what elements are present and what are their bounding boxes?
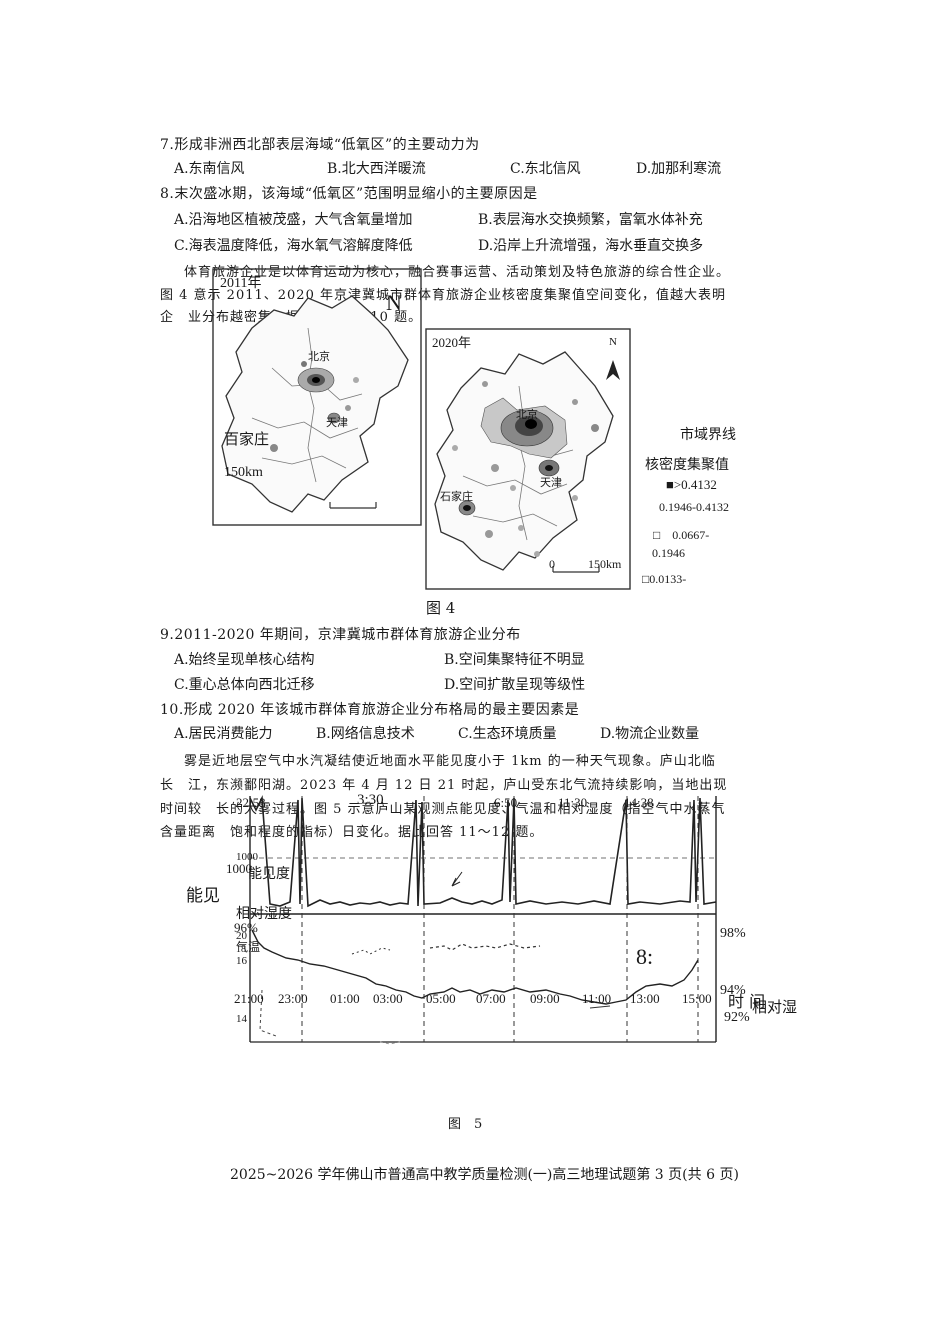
q9-option-c: C.重心总体向西北迁移 xyxy=(174,677,315,693)
q9-option-a: A.始终呈现单核心结构 xyxy=(174,652,315,668)
q10-option-b: B.网络信息技术 xyxy=(316,726,415,742)
legend-title: 核密度集聚值 xyxy=(645,458,729,473)
legend-class-4: □0.0133- xyxy=(642,572,687,586)
temperature-label: 气温 xyxy=(236,940,261,954)
q8-stem: 8.末次盛冰期，该海域“低氧区”范围明显缩小的主要原因是 xyxy=(160,186,538,202)
q7-option-c: C.东北信风 xyxy=(510,161,581,177)
map-2020-shijiazhuang-label: 石家庄 xyxy=(440,491,473,503)
intro2-line2: 长 江，东濒鄱阳湖。2023 年 4 月 12 日 21 时起，庐山受东北气流持… xyxy=(160,778,728,793)
humidity-axis-label: 相对湿 xyxy=(752,998,798,1016)
map-2020-beijing-label: 北京 xyxy=(516,409,538,421)
rh-tick-98: 98% xyxy=(720,926,746,941)
intro2-line4: 含量距离 饱和程度的指标）日变化。据此回答 11～12 题。 xyxy=(160,825,544,840)
temp-tick-18: 18 xyxy=(236,944,246,955)
temp-tick-16: 16 xyxy=(236,955,247,967)
map-2020-tianjin-label: 天津 xyxy=(540,477,562,489)
q8-option-d: D.沿岸上升流增强，海水垂直交换多 xyxy=(478,238,704,254)
q7-option-b: B.北大西洋暖流 xyxy=(327,161,426,177)
q7-stem: 7.形成非洲西北部表层海域“低氧区”的主要动力为 xyxy=(160,137,480,153)
map-2020-scale-zero: 0 xyxy=(549,557,555,571)
x-tick-0300: 03:00 xyxy=(373,991,403,1006)
temp-tick-14: 14 xyxy=(236,1013,247,1025)
map-2011-north-arrow: N xyxy=(386,290,402,315)
fig5-top-time-2: 3:30 xyxy=(357,792,384,808)
q10-stem: 10.形成 2020 年该城市群体育旅游企业分布格局的最主要因素是 xyxy=(160,702,580,718)
fig5-top-time-1: 22:53 xyxy=(236,795,266,810)
legend-boundary: 市域界线 xyxy=(680,428,736,443)
rh-tick-92: 92% xyxy=(724,1010,750,1025)
figure-5-chart xyxy=(190,780,750,1080)
x-tick-2100: 21:00 xyxy=(234,991,264,1006)
visibility-axis-label: 能见 xyxy=(186,886,220,906)
humidity-label: 相对湿度 xyxy=(236,907,292,922)
rh-tick-94: 94% xyxy=(720,983,746,998)
x-tick-0500: 05:00 xyxy=(426,991,456,1006)
q9-stem: 9.2011-2020 年期间，京津冀城市群体育旅游企业分布 xyxy=(160,627,521,643)
temp-tick-20: 20 xyxy=(236,930,247,942)
map-2011-year: 2011年 xyxy=(220,276,262,291)
x-tick-2300: 23:00 xyxy=(278,991,308,1006)
map-2011 xyxy=(212,268,422,526)
map-2020 xyxy=(425,328,631,590)
x-tick-1300: 13:00 xyxy=(630,991,660,1006)
figure-5-caption: 图 5 xyxy=(448,1117,483,1132)
legend-class-3b: 0.1946 xyxy=(652,546,685,560)
map-2011-graphic xyxy=(212,268,422,526)
x-tick-1500: 15:00 xyxy=(682,991,712,1006)
time-axis-label: 时 间 xyxy=(728,992,766,1011)
map-2020-year: 2020年 xyxy=(432,335,472,350)
fig5-top-time-3: 6:50 xyxy=(494,795,518,810)
q10-option-d: D.物流企业数量 xyxy=(600,726,700,742)
figure-5-graphic xyxy=(249,795,717,1045)
fig5-top-time-5: 14:38 xyxy=(624,795,654,810)
x-tick-0700: 07:00 xyxy=(476,991,506,1006)
intro1-line2: 图 4 意示 2011、2020 年京津冀城市群体育旅游企业核密度集聚值空间变化… xyxy=(160,288,726,303)
q8-option-c: C.海表温度降低，海水氧气溶解度降低 xyxy=(174,238,413,254)
q8-option-a: A.沿海地区植被茂盛，大气含氧量增加 xyxy=(174,212,413,228)
page-footer: 2025~2026 学年佛山市普通高中教学质量检测(一)高三地理试题第 3 页(… xyxy=(230,1167,739,1183)
map-2011-scale: 150km xyxy=(224,465,263,480)
legend-class-2: 0.1946-0.4132 xyxy=(659,500,729,514)
fig5-top-time-4: 11:30 xyxy=(558,795,588,810)
q10-option-a: A.居民消费能力 xyxy=(174,726,273,742)
fig5-mark-8: 8: xyxy=(636,944,654,969)
intro2-line1: 雾是近地层空气中水汽凝结使近地面水平能见度小于 1km 的一种天气现象。庐山北临 xyxy=(184,754,716,769)
map-2011-beijing-label: 北京 xyxy=(308,351,330,363)
legend-class-1: ■>0.4132 xyxy=(666,477,717,492)
q8-option-b: B.表层海水交换频繁，富氧水体补充 xyxy=(478,212,703,228)
visibility-label: 能见度 xyxy=(248,867,290,882)
vis-tick-1000-b: 1000 xyxy=(226,861,252,876)
map-2020-scale: 150km xyxy=(588,557,622,571)
rh-tick-96: 96% xyxy=(234,920,258,935)
q7-option-a: A.东南信风 xyxy=(174,161,245,177)
map-2011-shijiazhuang-label: 百家庄 xyxy=(224,430,270,448)
q9-option-d: D.空间扩散呈现等级性 xyxy=(444,677,586,693)
vis-tick-1000-a: 1000 xyxy=(236,851,258,863)
x-tick-0100: 01:00 xyxy=(330,991,360,1006)
x-tick-0900: 09:00 xyxy=(530,991,560,1006)
map-2020-north-arrow: N xyxy=(609,336,617,348)
q10-option-c: C.生态环境质量 xyxy=(458,726,557,742)
x-tick-1100: 11:00 xyxy=(582,991,612,1006)
map-2011-tianjin-label: 天津 xyxy=(326,417,348,429)
q7-option-d: D.加那利寒流 xyxy=(636,161,722,177)
figure-4-caption: 图 4 xyxy=(426,599,456,617)
q9-option-b: B.空间集聚特征不明显 xyxy=(444,652,585,668)
map-2020-graphic xyxy=(425,328,631,590)
legend-class-3a: □ 0.0667- xyxy=(653,528,710,542)
